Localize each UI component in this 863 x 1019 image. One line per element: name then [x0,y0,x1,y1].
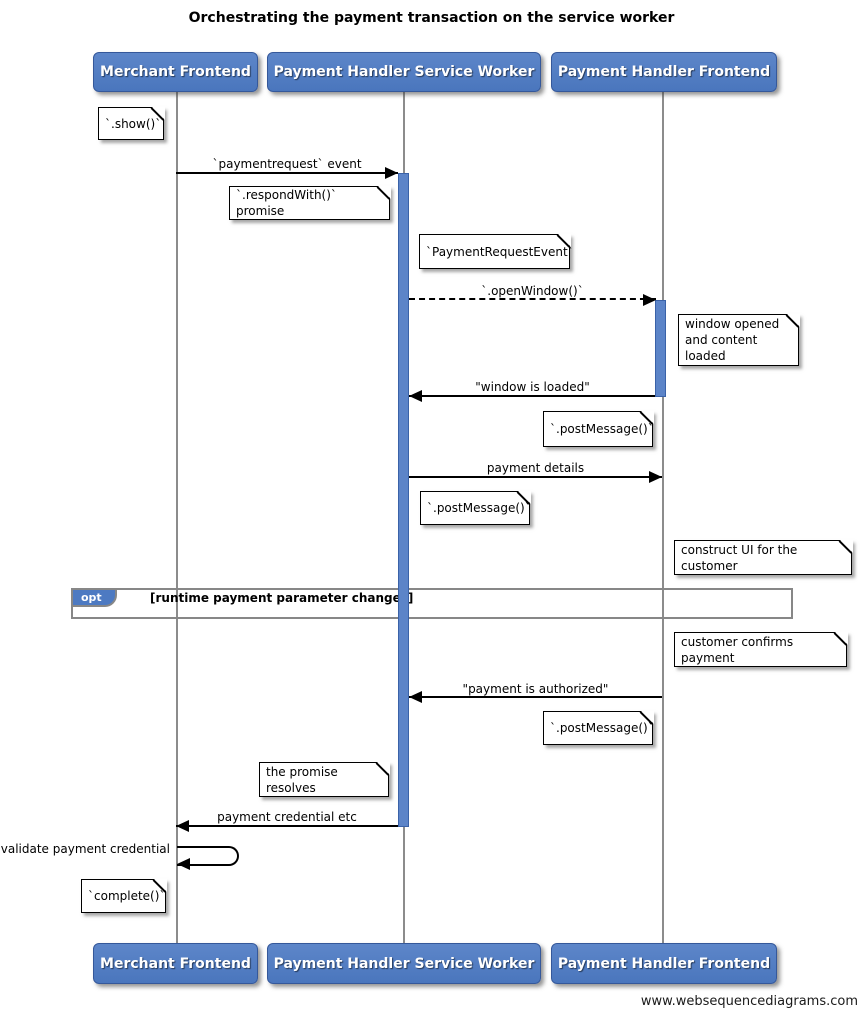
message-arrow-openwindow [409,298,656,300]
message-arrow-window-is-loaded [409,395,655,397]
message-label-window-is-loaded: "window is loaded" [475,380,590,394]
opt-fragment-condition: [runtime payment parameter changes] [150,591,414,605]
lifeline-merchant-frontend [176,92,178,943]
participant-label: Payment Handler Frontend [557,955,771,972]
note-show: `.show()` [98,106,165,140]
arrowhead-right-icon [643,294,656,306]
participant-label: Merchant Frontend [100,64,251,80]
participant-top-payment-handler-service-worker: Payment Handler Service Worker [267,52,541,92]
message-label-payment-details: payment details [486,461,585,475]
note-complete: `complete()` [81,878,167,913]
note-construct-ui-for-customer: construct UI for the customer [674,539,853,575]
arrowhead-right-icon [649,471,662,483]
note-customer-confirms-payment: customer confirms payment [674,631,848,667]
watermark: www.websequencediagrams.com [640,994,858,1009]
activation-service-worker [398,173,409,827]
participant-label: Merchant Frontend [100,955,251,972]
note-the-promise-resolves: the promise resolves [259,761,390,797]
participant-bottom-payment-handler-frontend: Payment Handler Frontend [551,943,777,984]
participant-label: Payment Handler Frontend [557,64,771,80]
message-arrow-payment-credential-etc [176,825,398,827]
participant-top-merchant-frontend: Merchant Frontend [93,52,258,92]
message-arrow-validate-payment-credential [177,846,239,866]
participant-top-payment-handler-frontend: Payment Handler Frontend [551,52,777,92]
note-postmessage-2: `.postMessage()` [420,490,531,525]
note-paymentrequestevent: `PaymentRequestEvent` [419,233,574,269]
arrowhead-left-icon [176,820,189,832]
message-label-paymentrequest-event: `paymentrequest` event [212,157,362,171]
message-arrow-payment-details [409,476,662,478]
arrowhead-left-icon [409,691,422,703]
note-postmessage-1: `.postMessage()` [543,410,654,447]
note-postmessage-3: `.postMessage()` [543,710,654,745]
message-label-openwindow: `.openWindow()` [481,284,584,298]
message-label-validate-payment-credential: validate payment credential [0,842,170,856]
note-window-opened-and-content-loaded: window opened and content loaded [678,313,800,366]
opt-fragment: opt [runtime payment parameter changes] [71,588,793,619]
message-label-payment-is-authorized: "payment is authorized" [462,682,609,696]
lifeline-payment-handler-frontend [662,92,664,943]
note-respondwith-promise: `.respondWith()` promise [229,185,391,220]
message-arrow-paymentrequest-event [176,172,398,174]
participant-label: Payment Handler Service Worker [273,955,535,972]
arrowhead-left-icon [177,858,190,870]
participant-label: Payment Handler Service Worker [273,64,535,80]
participant-bottom-payment-handler-service-worker: Payment Handler Service Worker [267,943,541,984]
message-arrow-payment-is-authorized [409,696,662,698]
activation-payment-handler-frontend [655,300,666,397]
arrowhead-right-icon [385,167,398,179]
arrowhead-left-icon [409,390,422,402]
message-label-payment-credential-etc: payment credential etc [217,810,357,824]
diagram-title: Orchestrating the payment transaction on… [188,10,675,26]
opt-fragment-operator: opt [73,590,117,607]
participant-bottom-merchant-frontend: Merchant Frontend [93,943,258,984]
